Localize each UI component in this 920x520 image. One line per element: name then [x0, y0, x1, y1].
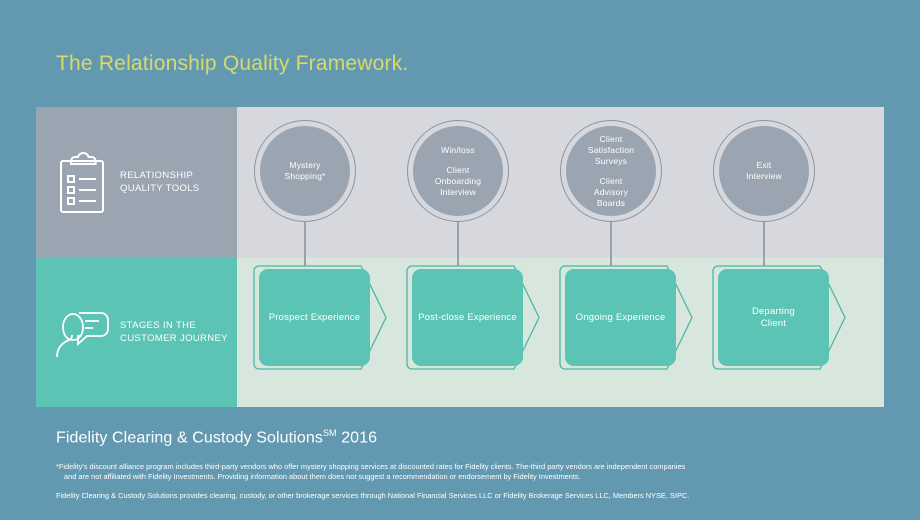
- stage-node-outline: [712, 265, 846, 370]
- tool-node-ring: [254, 120, 356, 222]
- footer-brand-name: Fidelity Clearing & Custody Solutions: [56, 429, 323, 447]
- tool-node-label-group: Win/loss: [441, 144, 475, 155]
- connector-line: [304, 222, 306, 258]
- footer-brand-sup: SM: [322, 428, 337, 438]
- stage-node-fill: Prospect Experience: [259, 269, 370, 366]
- tool-node-ring: [560, 120, 662, 222]
- connector-line: [763, 258, 765, 266]
- stage-node-fill: Post-close Experience: [412, 269, 523, 366]
- stage-node-outline: [406, 265, 540, 370]
- tools-row-header: RELATIONSHIP QUALITY TOOLS: [36, 107, 237, 258]
- stages-row-label: STAGES IN THE CUSTOMER JOURNEY: [120, 320, 228, 344]
- stage-node-label: Ongoing Experience: [575, 311, 666, 323]
- stage-node-label: Prospect Experience: [268, 311, 361, 323]
- connector-line: [457, 222, 459, 258]
- disclaimer-note-1-line-1: *Fidelity's discount alliance program in…: [56, 462, 686, 471]
- footer-brand-year: 2016: [341, 429, 378, 447]
- footer-brand: Fidelity Clearing & Custody SolutionsSM …: [56, 428, 377, 447]
- stages-node-area: Prospect Experience Post-close Experience…: [237, 258, 884, 407]
- connector-line: [457, 258, 459, 266]
- connector-line: [610, 222, 612, 258]
- stage-node-outline: [559, 265, 693, 370]
- stage-node-label: Post-close Experience: [418, 311, 517, 323]
- disclaimer-note-2: Fidelity Clearing & Custody Solutions pr…: [56, 491, 690, 500]
- person-speech-bubble-icon: [54, 301, 110, 365]
- connector-line: [610, 258, 612, 266]
- tool-node-ring: [713, 120, 815, 222]
- page-title: The Relationship Quality Framework.: [56, 52, 409, 75]
- connector-line: [763, 222, 765, 258]
- disclaimer-note-1: *Fidelity's discount alliance program in…: [56, 462, 846, 482]
- clipboard-checklist-icon: [54, 151, 110, 215]
- stage-node-outline: [253, 265, 387, 370]
- customer-journey-stages-row: STAGES IN THE CUSTOMER JOURNEY Prospect …: [36, 258, 884, 407]
- disclaimer-block: *Fidelity's discount alliance program in…: [56, 462, 846, 501]
- stage-node[interactable]: Post-close Experience: [406, 265, 541, 370]
- disclaimer-note-1-line-2: and are not affiliated with Fidelity Inv…: [64, 472, 581, 481]
- stage-node[interactable]: Prospect Experience: [253, 265, 388, 370]
- tool-node-ring: [407, 120, 509, 222]
- connector-line: [304, 258, 306, 266]
- stage-node-fill: Ongoing Experience: [565, 269, 676, 366]
- tools-row-label: RELATIONSHIP QUALITY TOOLS: [120, 170, 200, 194]
- stage-node[interactable]: Ongoing Experience: [559, 265, 694, 370]
- stages-row-header: STAGES IN THE CUSTOMER JOURNEY: [36, 258, 237, 407]
